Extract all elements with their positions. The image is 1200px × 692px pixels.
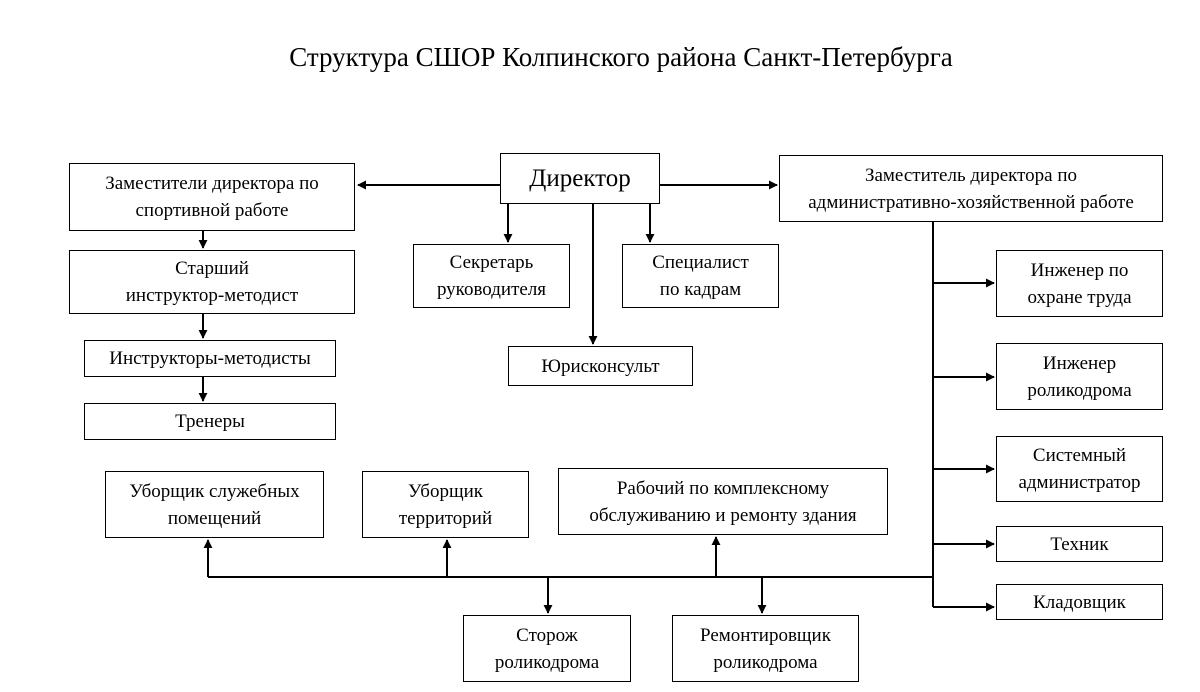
box-lawyer: Юрисконсульт [508,346,693,386]
box-label-line: Юрисконсульт [541,355,660,377]
box-text: Тренеры [175,408,245,435]
box-text: Старший инструктор-методист [126,255,298,309]
box-label-line: Секретарь [449,252,534,273]
box-office-cleaner: Уборщик служебных помещений [105,471,324,538]
box-label-line: Сторож [516,624,578,646]
box-technician: Техник [996,526,1163,562]
box-text: Кладовщик [1033,589,1126,616]
box-label-line: администратор [1018,472,1141,493]
box-label-line: Старший [175,258,249,279]
box-hr-specialist: Специалист по кадрам [622,244,779,308]
box-text: Рабочий по комплексному обслуживанию и ре… [589,475,856,529]
box-watchman: Сторож роликодрома [463,615,631,682]
box-safety-engineer: Инженер по охране труда [996,250,1163,317]
box-label-line: Системный [1032,445,1127,466]
box-text: Ремонтировщик роликодрома [700,622,831,676]
box-text: Уборщик территорий [399,478,492,532]
box-label-line: территорий [398,507,493,529]
chart-title: Структура СШОР Колпинского района Санкт-… [289,42,953,72]
box-text: Системный администратор [1018,442,1140,496]
box-label-line: помещений [167,507,262,529]
box-text: Инженер роликодрома [1027,350,1131,404]
box-text: Специалист по кадрам [652,249,749,303]
box-label-line: Техник [1050,533,1109,555]
box-text: Директор [529,165,630,192]
box-label-line: спортивной работе [135,200,289,221]
box-repairman: Ремонтировщик роликодрома [672,615,859,682]
box-rollerdrome-engineer: Инженер роликодрома [996,343,1163,410]
box-label-line: роликодрома [1027,379,1132,401]
box-label-line: Уборщик [408,480,483,502]
box-label-line: руководителя [436,279,547,300]
box-label-line: инструктор-методист [125,285,299,306]
box-label-line: Ремонтировщик [700,624,831,646]
box-text: Заместитель директора по административно-… [808,162,1134,216]
box-label-line: роликодрома [713,651,818,673]
box-label-line: Инструкторы-методисты [109,348,311,369]
box-text: Инженер по охране труда [1028,257,1132,311]
box-text: Сторож роликодрома [495,622,599,676]
box-label-line: Специалист [652,252,749,273]
box-label-line: Рабочий по комплексному [616,477,830,499]
box-text: Техник [1050,531,1108,558]
box-label-line: Директор [529,165,631,192]
box-director: Директор [500,153,660,204]
box-label-line: Заместители директора по [105,173,319,194]
box-label-line: административно-хозяйственной работе [808,191,1134,213]
box-label-line: охране труда [1027,286,1132,308]
box-label-line: по кадрам [659,279,742,300]
box-text: Юрисконсульт [541,353,659,380]
box-storekeeper: Кладовщик [996,584,1163,620]
box-label-line: Кладовщик [1033,591,1126,613]
box-deputy-sport: Заместители директора по спортивной работ… [69,163,355,231]
box-text: Инструкторы-методисты [109,345,311,372]
box-label-line: Уборщик служебных [129,480,300,502]
box-text: Секретарь руководителя [437,249,546,303]
box-label-line: роликодрома [494,651,600,673]
box-label-line: Тренеры [175,411,245,432]
box-label-line: Инженер по [1030,259,1129,281]
box-territory-cleaner: Уборщик территорий [362,471,529,538]
box-text: Уборщик служебных помещений [129,478,299,532]
box-coaches: Тренеры [84,403,336,440]
box-maintenance-worker: Рабочий по комплексному обслуживанию и ре… [558,468,888,535]
box-label-line: Инженер [1042,352,1117,374]
box-instructors: Инструкторы-методисты [84,340,336,377]
box-sysadmin: Системный администратор [996,436,1163,502]
box-senior-instructor: Старший инструктор-методист [69,250,355,314]
box-deputy-admin: Заместитель директора по административно-… [779,155,1163,222]
box-label-line: Заместитель директора по [864,164,1078,186]
box-secretary: Секретарь руководителя [413,244,570,308]
box-text: Заместители директора по спортивной работ… [105,170,319,224]
box-label-line: обслуживанию и ремонту здания [589,504,857,526]
